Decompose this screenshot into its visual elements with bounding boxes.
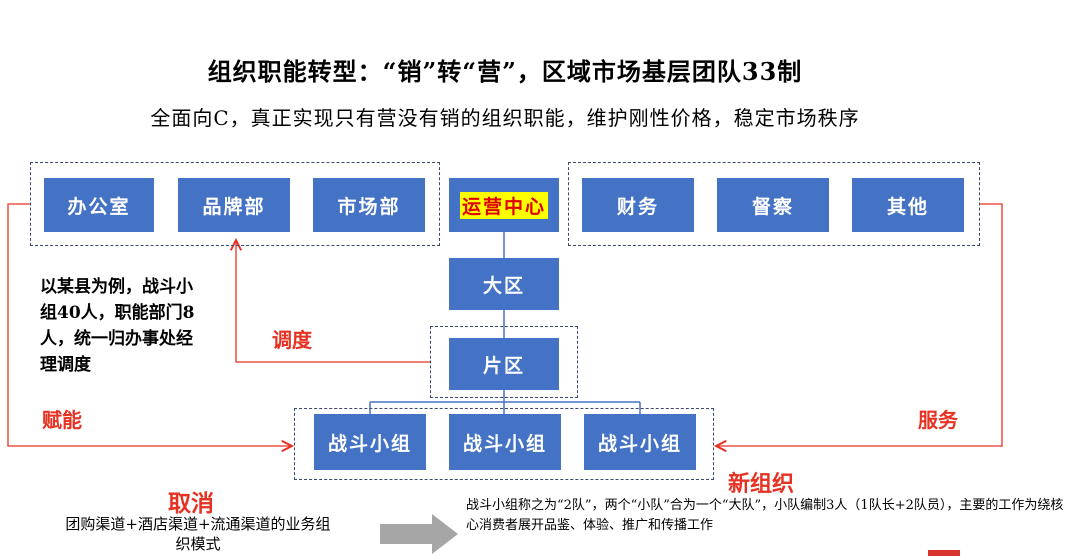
team-box-3: 战斗小组 [584, 414, 696, 470]
transition-arrow-icon [380, 514, 458, 554]
dispatch-label: 调度 [272, 328, 312, 352]
area-group [430, 326, 578, 398]
office-box: 办公室 [44, 178, 154, 232]
cancel-description: 团购渠道+酒店渠道+流通渠道的业务组织模式 [65, 515, 331, 553]
team-group [294, 408, 714, 480]
empower-arrow [7, 203, 292, 446]
operation-center-box: 运营中心 [449, 178, 559, 232]
finance-box: 财务 [582, 178, 694, 232]
cancel-label: 取消 [168, 490, 214, 517]
left-function-group [30, 162, 440, 246]
operation-center-label: 运营中心 [459, 191, 548, 219]
inspection-box: 督察 [717, 178, 829, 232]
marketing-dept-box: 市场部 [313, 178, 425, 232]
other-box: 其他 [852, 178, 964, 232]
page-subtitle: 全面向C，真正实现只有营没有销的组织职能，维护刚性价格，稳定市场秩序 [150, 106, 860, 130]
service-arrow [716, 203, 1003, 446]
new-org-description: 战斗小组称之为“2队”，两个“小队”合为一个“大队”，小队编制3人（1队长+2队… [466, 498, 1064, 533]
dispatch-arrow [236, 240, 430, 363]
corner-logo-mark [928, 550, 960, 556]
side-note: 以某县为例，战斗小组40人，职能部门8人，统一归办事处经理调度 [40, 277, 195, 375]
area-box: 片区 [449, 338, 559, 390]
page-title: 组织职能转型：“销”转“营”，区域市场基层团队33制 [207, 57, 803, 86]
empower-label: 赋能 [42, 408, 82, 432]
team-box-2: 战斗小组 [449, 414, 561, 470]
region-box: 大区 [449, 258, 559, 310]
new-org-label: 新组织 [728, 471, 795, 497]
right-function-group [568, 162, 980, 246]
team-box-1: 战斗小组 [314, 414, 426, 470]
brand-dept-box: 品牌部 [178, 178, 290, 232]
service-label: 服务 [918, 408, 958, 432]
